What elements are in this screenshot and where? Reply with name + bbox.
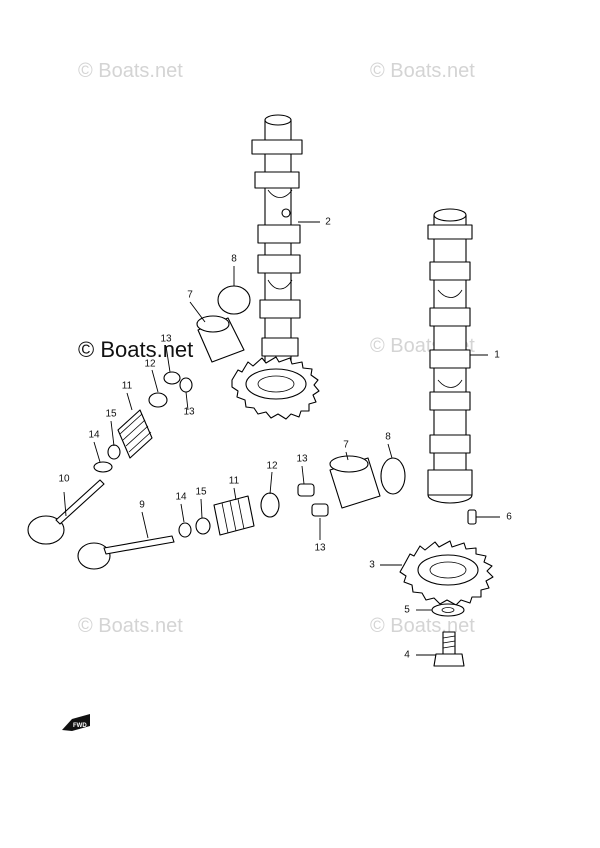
callout-6: 6	[506, 512, 512, 523]
sprocket-left	[231, 356, 320, 420]
bolt	[433, 631, 465, 667]
valve-upper	[27, 479, 105, 545]
callout-15-upper: 15	[105, 409, 117, 420]
valve-guide-upper	[107, 444, 121, 460]
callout-5: 5	[404, 605, 410, 616]
shim-upper	[179, 377, 193, 393]
callout-13-upper-b: 13	[183, 407, 195, 418]
valve-spring-lower	[213, 495, 255, 536]
callout-14-lower: 14	[175, 492, 187, 503]
watermark-middle-left: © Boats.net	[78, 337, 193, 362]
callout-9: 9	[139, 500, 145, 511]
valve-spring-upper	[117, 409, 153, 459]
valve-cotter-upper	[163, 371, 181, 385]
shim-disk-upper	[217, 285, 251, 315]
callout-12-lower: 12	[266, 461, 278, 472]
cotter-lower-b	[311, 503, 329, 517]
forward-marker-label: FWD	[73, 723, 87, 729]
spring-retainer-upper	[148, 392, 168, 408]
callout-3: 3	[369, 560, 375, 571]
callout-13-upper-a: 13	[160, 334, 172, 345]
callout-2: 2	[325, 217, 331, 228]
forward-marker-icon: FWD	[62, 714, 90, 731]
valve-seal-upper	[93, 461, 113, 473]
camshaft-left	[251, 114, 303, 371]
callout-4: 4	[404, 650, 410, 661]
tappet-upper	[196, 315, 245, 363]
washer	[431, 603, 465, 617]
callout-8-lower: 8	[385, 432, 391, 443]
cotter-lower-a	[297, 483, 315, 497]
valve-seal-lower	[178, 522, 192, 538]
watermark-top-right: © Boats.net	[370, 60, 475, 82]
callout-8-upper: 8	[231, 254, 237, 265]
sprocket-right	[399, 540, 494, 606]
watermark-bottom-left: © Boats.net	[78, 615, 183, 637]
shim-disk-lower	[380, 457, 406, 495]
callout-7-lower: 7	[343, 440, 349, 451]
dowel-pin	[467, 509, 477, 525]
valve-lower	[77, 535, 175, 570]
callout-13-lower-a: 13	[296, 454, 308, 465]
callout-10: 10	[58, 474, 70, 485]
callout-14-upper: 14	[88, 430, 100, 441]
spring-retainer-lower	[260, 492, 280, 518]
callout-1: 1	[494, 350, 500, 361]
tappet-lower	[329, 455, 381, 509]
watermark-top-left: © Boats.net	[78, 60, 183, 82]
callout-12-upper: 12	[144, 359, 156, 370]
valve-guide-lower	[195, 517, 211, 535]
leader-lines	[63, 221, 500, 656]
camshaft-right	[427, 208, 473, 504]
callout-11-lower: 11	[229, 476, 240, 487]
callout-13-lower-b: 13	[314, 543, 326, 554]
callout-15-lower: 15	[195, 487, 207, 498]
callout-7-upper: 7	[187, 290, 193, 301]
watermark-bottom-right: © Boats.net	[370, 615, 475, 637]
callout-11-upper: 11	[122, 381, 133, 392]
